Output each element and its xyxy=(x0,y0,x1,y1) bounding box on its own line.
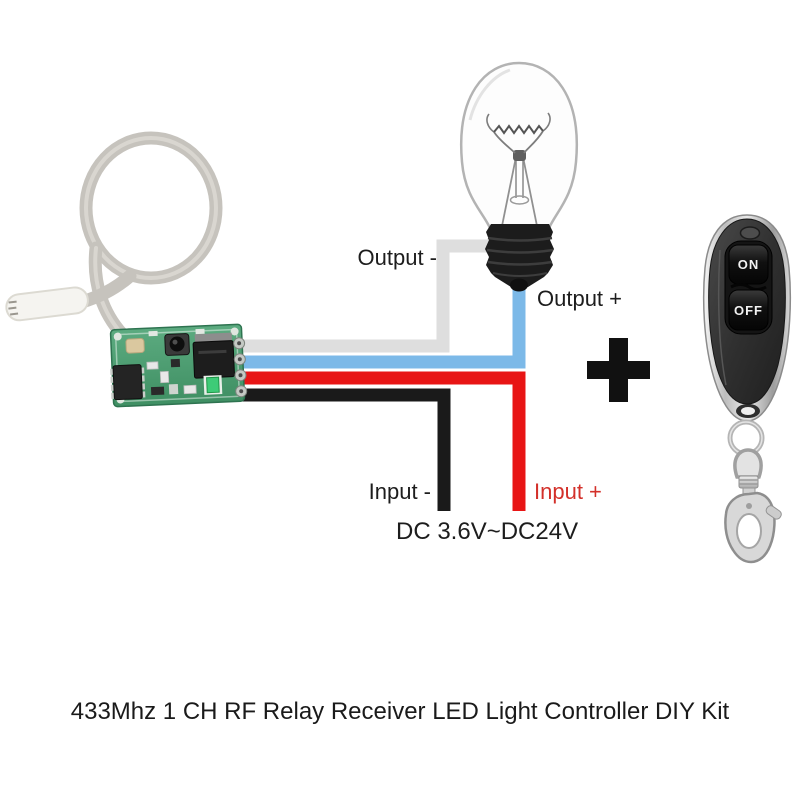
plus-icon xyxy=(587,338,650,402)
antenna-wire xyxy=(5,131,223,341)
solder-pads xyxy=(233,337,248,398)
remote-off-button xyxy=(728,289,769,331)
wire-output-positive xyxy=(238,284,526,369)
antenna-tip xyxy=(5,286,89,322)
output-minus-label: Output - xyxy=(357,245,437,270)
keychain-clasp-icon xyxy=(724,419,782,564)
remote-off-label: OFF xyxy=(734,302,763,318)
light-bulb-icon xyxy=(459,61,579,292)
bulb-screw-base xyxy=(485,224,554,292)
rf-component xyxy=(125,338,145,354)
remote-led-indicator xyxy=(739,226,761,240)
input-minus-label: Input - xyxy=(368,479,431,504)
wire-output-negative xyxy=(238,239,492,353)
remote-on-button xyxy=(728,244,769,285)
wire-input-negative xyxy=(238,388,451,511)
mosfet xyxy=(192,332,235,379)
product-title: 433Mhz 1 CH RF Relay Receiver LED Light … xyxy=(70,698,730,725)
remote-on-label: ON xyxy=(737,257,760,272)
remote-control-icon xyxy=(702,214,792,422)
ic-chip xyxy=(110,364,146,401)
pairing-button xyxy=(164,333,190,356)
lobster-clasp xyxy=(724,487,782,564)
wiring xyxy=(238,239,526,511)
output-plus-label: Output + xyxy=(537,286,623,311)
receiver-module-icon xyxy=(109,323,248,408)
wire-input-positive xyxy=(238,371,526,511)
voltage-range-label: DC 3.6V~DC24V xyxy=(396,518,579,545)
status-led xyxy=(206,376,220,394)
input-plus-label: Input + xyxy=(534,479,602,504)
